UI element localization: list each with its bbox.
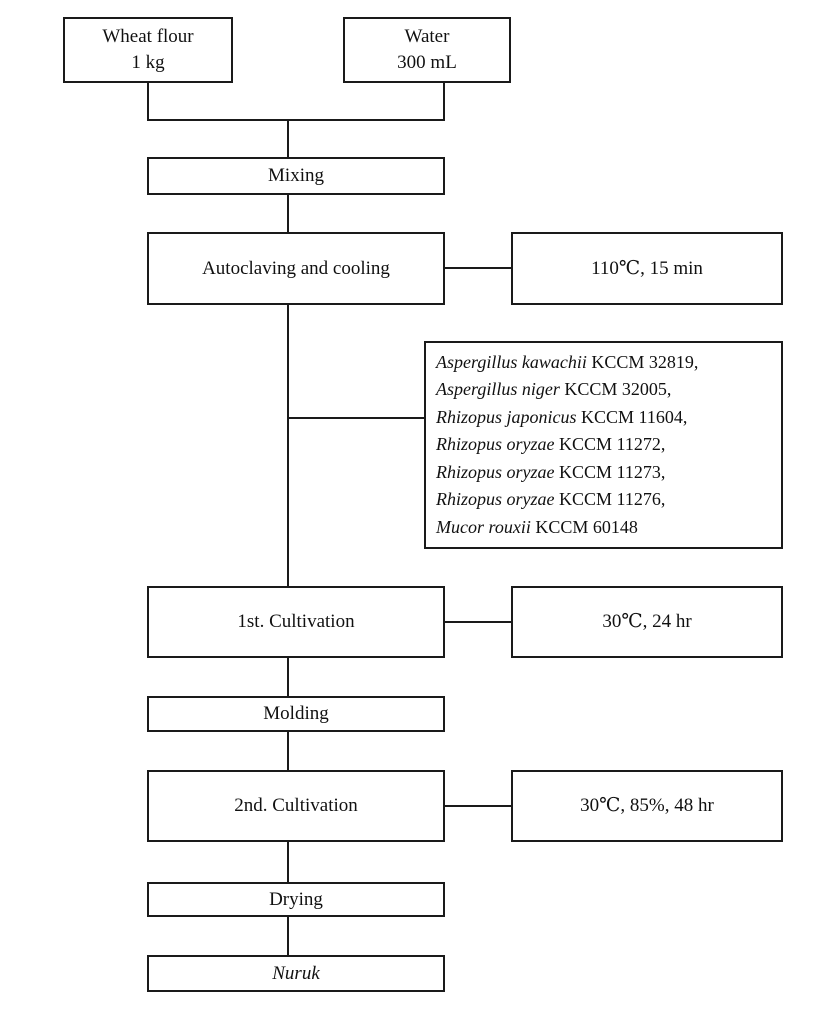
step-molding-label: Molding [263, 703, 329, 724]
connector-flour-down [147, 81, 149, 121]
connector-molding-to-second-cultivation [287, 732, 289, 770]
connector-merge-horizontal [147, 119, 445, 121]
input-wheat-flour-box: Wheat flour 1 kg [63, 17, 233, 83]
step-drying-label: Drying [269, 888, 323, 910]
connector-first-cultivation-to-molding [287, 658, 289, 696]
connector-autoclaving-to-cultivation [287, 305, 289, 586]
connector-water-down [443, 81, 445, 121]
connector-second-cultivation-to-drying [287, 842, 289, 882]
strains-box: Aspergillus kawachii KCCM 32819, Aspergi… [424, 341, 783, 549]
input-water-box: Water 300 mL [343, 17, 511, 83]
wheat-flour-label: Wheat flour [102, 26, 194, 47]
step-mixing: Mixing [147, 157, 445, 195]
condition-first-cultivation: 30℃, 24 hr [511, 586, 783, 658]
condition-second-cultivation-text: 30℃, 85%, 48 hr [580, 795, 714, 816]
strain-line: Mucor rouxii KCCM 60148 [436, 516, 638, 537]
step-molding: Molding [147, 696, 445, 732]
connector-first-cultivation-condition [445, 621, 511, 623]
step-autoclaving: Autoclaving and cooling [147, 232, 445, 305]
connector-drying-to-nuruk [287, 917, 289, 955]
step-second-cultivation-label: 2nd. Cultivation [234, 795, 358, 816]
strain-line: Rhizopus oryzae KCCM 11273, [436, 461, 666, 482]
strain-line: Rhizopus oryzae KCCM 11276, [436, 489, 666, 510]
strain-line: Rhizopus oryzae KCCM 11272, [436, 434, 666, 455]
strain-line: Aspergillus kawachii KCCM 32819, [436, 351, 699, 372]
step-first-cultivation: 1st. Cultivation [147, 586, 445, 658]
condition-second-cultivation: 30℃, 85%, 48 hr [511, 770, 783, 842]
step-mixing-label: Mixing [268, 165, 324, 186]
step-nuruk: Nuruk [147, 955, 445, 992]
connector-second-cultivation-condition [445, 805, 511, 807]
step-drying: Drying [147, 882, 445, 917]
water-label: Water [404, 26, 450, 47]
connector-strains-branch [287, 417, 424, 419]
wheat-flour-amount: 1 kg [131, 52, 165, 73]
step-first-cultivation-label: 1st. Cultivation [237, 611, 355, 632]
condition-autoclaving: 110℃, 15 min [511, 232, 783, 305]
strain-line: Rhizopus japonicus KCCM 11604, [436, 406, 688, 427]
condition-autoclaving-text: 110℃, 15 min [591, 257, 703, 279]
condition-first-cultivation-text: 30℃, 24 hr [602, 611, 692, 632]
step-second-cultivation: 2nd. Cultivation [147, 770, 445, 842]
connector-autoclaving-condition [445, 267, 511, 269]
strain-line: Aspergillus niger KCCM 32005, [436, 379, 672, 400]
connector-mixing-to-autoclaving [287, 195, 289, 232]
step-autoclaving-label: Autoclaving and cooling [202, 257, 390, 279]
connector-merge-to-mixing [287, 119, 289, 157]
step-nuruk-label: Nuruk [272, 962, 320, 984]
water-amount: 300 mL [397, 52, 457, 73]
